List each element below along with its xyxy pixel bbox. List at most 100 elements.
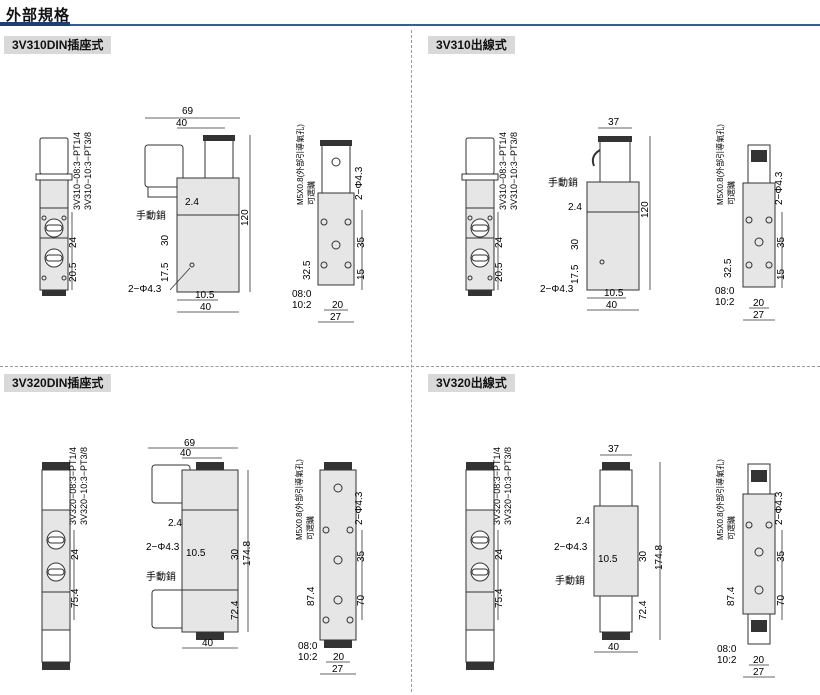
dim-72-4: 72.4 bbox=[638, 600, 649, 620]
dim-40-bottom: 40 bbox=[608, 642, 620, 653]
dim-20: 20 bbox=[332, 300, 344, 311]
dim-24: 24 bbox=[494, 548, 505, 560]
dim-40-top: 40 bbox=[180, 448, 192, 459]
port-code-b: 10:2 bbox=[715, 297, 735, 308]
exhaust-label: M5X0.8(外部引導氣孔) bbox=[715, 459, 725, 540]
horizontal-divider bbox=[0, 366, 820, 367]
dim-20-5: 20.5 bbox=[68, 262, 79, 282]
section-label-3v320-wire: 3V320出線式 bbox=[428, 374, 515, 392]
exhaust-label: M5X0.8(外部引導氣孔) bbox=[294, 459, 304, 540]
drawing-3v310-wire: 3V310−08:3−PT1/4 3V310−10:3−PT3/8 24 20.… bbox=[461, 117, 787, 321]
dim-87-4: 87.4 bbox=[726, 586, 737, 606]
dim-69: 69 bbox=[182, 106, 194, 117]
port-spec-1: 3V310−08:3−PT1/4 bbox=[498, 132, 508, 210]
dim-15: 15 bbox=[356, 268, 367, 280]
port-spec-1: 3V320−08:3−PT1/4 bbox=[68, 447, 78, 525]
dim-24: 24 bbox=[494, 236, 505, 248]
port-code-a: 08:0 bbox=[292, 289, 312, 300]
dim-27: 27 bbox=[330, 312, 342, 323]
port-code-a: 08:0 bbox=[717, 644, 737, 655]
optional-label: 可選購 bbox=[305, 516, 315, 540]
drawing-3v320-din: 3V320−08:3−PT1/4 3V320−10:3−PT3/8 24 75.… bbox=[41, 438, 367, 675]
hole-label-end: 2−Φ4.3 bbox=[354, 491, 365, 525]
section-label-3v310-wire: 3V310出線式 bbox=[428, 36, 515, 54]
dim-17-5: 17.5 bbox=[160, 262, 171, 282]
port-spec-1: 3V320−08:3−PT1/4 bbox=[492, 447, 502, 525]
dim-35: 35 bbox=[776, 550, 787, 562]
dim-17-5: 17.5 bbox=[570, 264, 581, 284]
dim-70: 70 bbox=[776, 594, 787, 606]
dim-2-4: 2.4 bbox=[568, 202, 582, 213]
manual-pin-label: 手動銷 bbox=[146, 570, 176, 583]
port-code-b: 10:2 bbox=[717, 655, 737, 666]
port-code-b: 10:2 bbox=[298, 652, 318, 663]
dim-10-5: 10.5 bbox=[195, 290, 215, 301]
dim-30: 30 bbox=[570, 238, 581, 250]
hole-label: 2−Φ4.3 bbox=[540, 284, 574, 295]
dim-69: 69 bbox=[184, 438, 196, 449]
dim-120: 120 bbox=[240, 209, 251, 226]
dim-20: 20 bbox=[333, 652, 345, 663]
manual-pin-label: 手動銷 bbox=[555, 574, 585, 587]
dim-20: 20 bbox=[753, 298, 765, 309]
dim-15: 15 bbox=[776, 268, 787, 280]
dim-37: 37 bbox=[608, 117, 620, 128]
port-code-a: 08:0 bbox=[715, 286, 735, 297]
dim-10-5: 10.5 bbox=[186, 548, 206, 559]
dim-27: 27 bbox=[753, 310, 765, 321]
dim-75-4: 75.4 bbox=[494, 588, 505, 608]
dim-37: 37 bbox=[608, 444, 620, 455]
dim-72-4: 72.4 bbox=[230, 600, 241, 620]
hole-label: 2−Φ4.3 bbox=[128, 284, 162, 295]
dim-40-bottom: 40 bbox=[202, 638, 214, 649]
dim-24: 24 bbox=[70, 548, 81, 560]
optional-label: 可選購 bbox=[726, 181, 736, 205]
port-spec-2: 3V310−10:3−PT3/8 bbox=[83, 132, 93, 210]
dim-32-5: 32.5 bbox=[723, 258, 734, 278]
dim-75-4: 75.4 bbox=[70, 588, 81, 608]
hole-label-end: 2−Φ4.3 bbox=[774, 171, 785, 205]
section-label-3v320-din: 3V320DIN插座式 bbox=[4, 374, 112, 392]
dim-40-bottom: 40 bbox=[606, 300, 618, 311]
vertical-divider bbox=[411, 30, 412, 692]
dim-35: 35 bbox=[356, 550, 367, 562]
port-code-a: 08:0 bbox=[298, 641, 318, 652]
dim-70: 70 bbox=[356, 594, 367, 606]
page-title: 外部規格 bbox=[6, 7, 71, 24]
manual-pin-label: 手動銷 bbox=[136, 209, 166, 222]
hole-label-end: 2−Φ4.3 bbox=[774, 491, 785, 525]
dim-35: 35 bbox=[776, 236, 787, 248]
manual-pin-label: 手動銷 bbox=[548, 176, 578, 189]
dim-2-4: 2.4 bbox=[168, 518, 182, 529]
port-spec-2: 3V320−10:3−PT3/8 bbox=[79, 447, 89, 525]
port-spec-2: 3V310−10:3−PT3/8 bbox=[509, 132, 519, 210]
dim-24: 24 bbox=[68, 236, 79, 248]
exhaust-label: M5X0.8(外部引導氣孔) bbox=[295, 124, 305, 205]
dim-40-top: 40 bbox=[176, 118, 188, 129]
dim-40-bottom: 40 bbox=[200, 302, 212, 313]
port-spec-2: 3V320−10:3−PT3/8 bbox=[503, 447, 513, 525]
dim-30: 30 bbox=[230, 548, 241, 560]
hole-label: 2−Φ4.3 bbox=[554, 542, 588, 553]
dim-35: 35 bbox=[356, 236, 367, 248]
dim-20: 20 bbox=[753, 655, 765, 666]
optional-label: 可選購 bbox=[306, 181, 316, 205]
dim-27: 27 bbox=[332, 664, 344, 675]
dim-30: 30 bbox=[160, 234, 171, 246]
dim-120: 120 bbox=[640, 201, 651, 218]
dim-2-4: 2.4 bbox=[576, 516, 590, 527]
port-spec-1: 3V310−08:3−PT1/4 bbox=[72, 132, 82, 210]
dim-2-4: 2.4 bbox=[185, 197, 199, 208]
optional-label: 可選購 bbox=[726, 516, 736, 540]
dim-10-5: 10.5 bbox=[598, 554, 618, 565]
drawing-3v320-wire: 3V320−08:3−PT1/4 3V320−10:3−PT3/8 24 75.… bbox=[465, 444, 787, 678]
dim-174-8: 174.8 bbox=[242, 541, 253, 566]
dim-32-5: 32.5 bbox=[302, 260, 313, 280]
dim-10-5: 10.5 bbox=[604, 288, 624, 299]
port-code-b: 10:2 bbox=[292, 300, 312, 311]
dim-87-4: 87.4 bbox=[306, 586, 317, 606]
drawing-3v310-din: 3V310−08:3−PT1/4 3V310−10:3−PT3/8 24 20.… bbox=[35, 106, 367, 323]
section-label-3v310-din: 3V310DIN插座式 bbox=[4, 36, 112, 54]
title-rule bbox=[0, 22, 820, 26]
